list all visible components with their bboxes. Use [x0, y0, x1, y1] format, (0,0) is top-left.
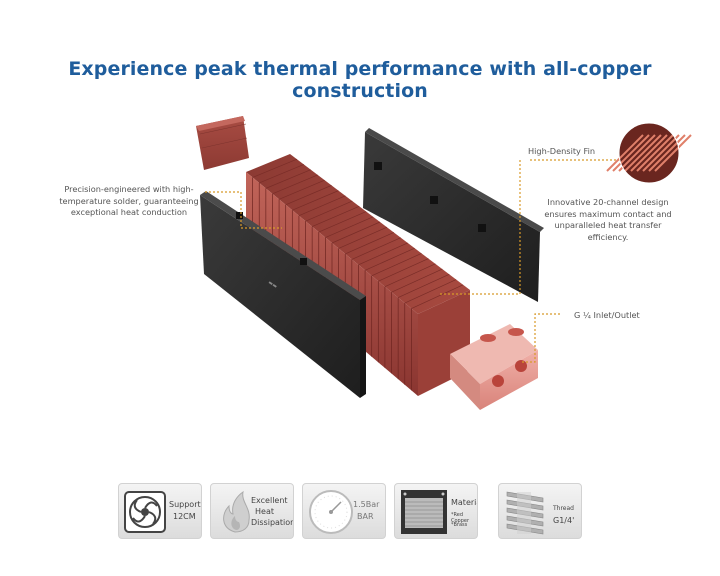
fin-callout-label: High-Density Fin: [528, 146, 596, 156]
channel-callout: Innovative 20-channel design ensures max…: [544, 197, 672, 242]
feature-pressure-line2: BAR: [357, 512, 374, 521]
inlet-callout: G ¼ Inlet/Outlet: [574, 310, 640, 320]
solder-callout: Precision-engineered with high-temperatu…: [59, 184, 199, 217]
feature-fan-support: Support 12CM: [118, 483, 202, 539]
feature-fan-line1: Support: [169, 500, 201, 509]
fin-closeup-icon: [606, 122, 692, 184]
feature-heat-line3: Dissipation: [251, 518, 294, 527]
callout-leader-lines: [205, 159, 620, 363]
feature-pressure-line1: 1.5Bar: [353, 500, 380, 509]
feature-material-line1: Material: [451, 498, 477, 507]
feature-pressure: 1.5Bar BAR: [302, 483, 386, 539]
radiator-core-icon: [401, 490, 447, 534]
flame-icon: [223, 490, 250, 533]
feature-thread: Thread G1/4': [498, 483, 582, 539]
feature-thread-line1: Thread: [553, 505, 574, 512]
feature-heat-line2: Heat: [255, 507, 274, 516]
feature-material-line2: *Red Copper: [451, 512, 470, 524]
feature-heat-line1: Excellent: [251, 496, 288, 505]
left-side-frame: ▬▬: [200, 191, 366, 398]
page-title: Experience peak thermal performance with…: [68, 58, 652, 102]
svg-text:▬▬: ▬▬: [267, 280, 278, 290]
pressure-gauge-icon: [309, 490, 353, 534]
feature-material-line3: *Brass: [451, 522, 468, 528]
feature-thread-line2: G1/4': [553, 516, 575, 525]
copper-end-plate: [196, 116, 249, 170]
inlet-end-cap: [450, 324, 538, 410]
right-side-frame: [363, 128, 544, 302]
feature-heat-dissipation: Excellent Heat Dissipation: [210, 483, 294, 539]
feature-fan-line2: 12CM: [173, 512, 196, 521]
feature-material: Material *Red Copper *Brass: [394, 483, 478, 539]
thread-icon: [506, 491, 544, 535]
fan-icon: [124, 491, 166, 533]
